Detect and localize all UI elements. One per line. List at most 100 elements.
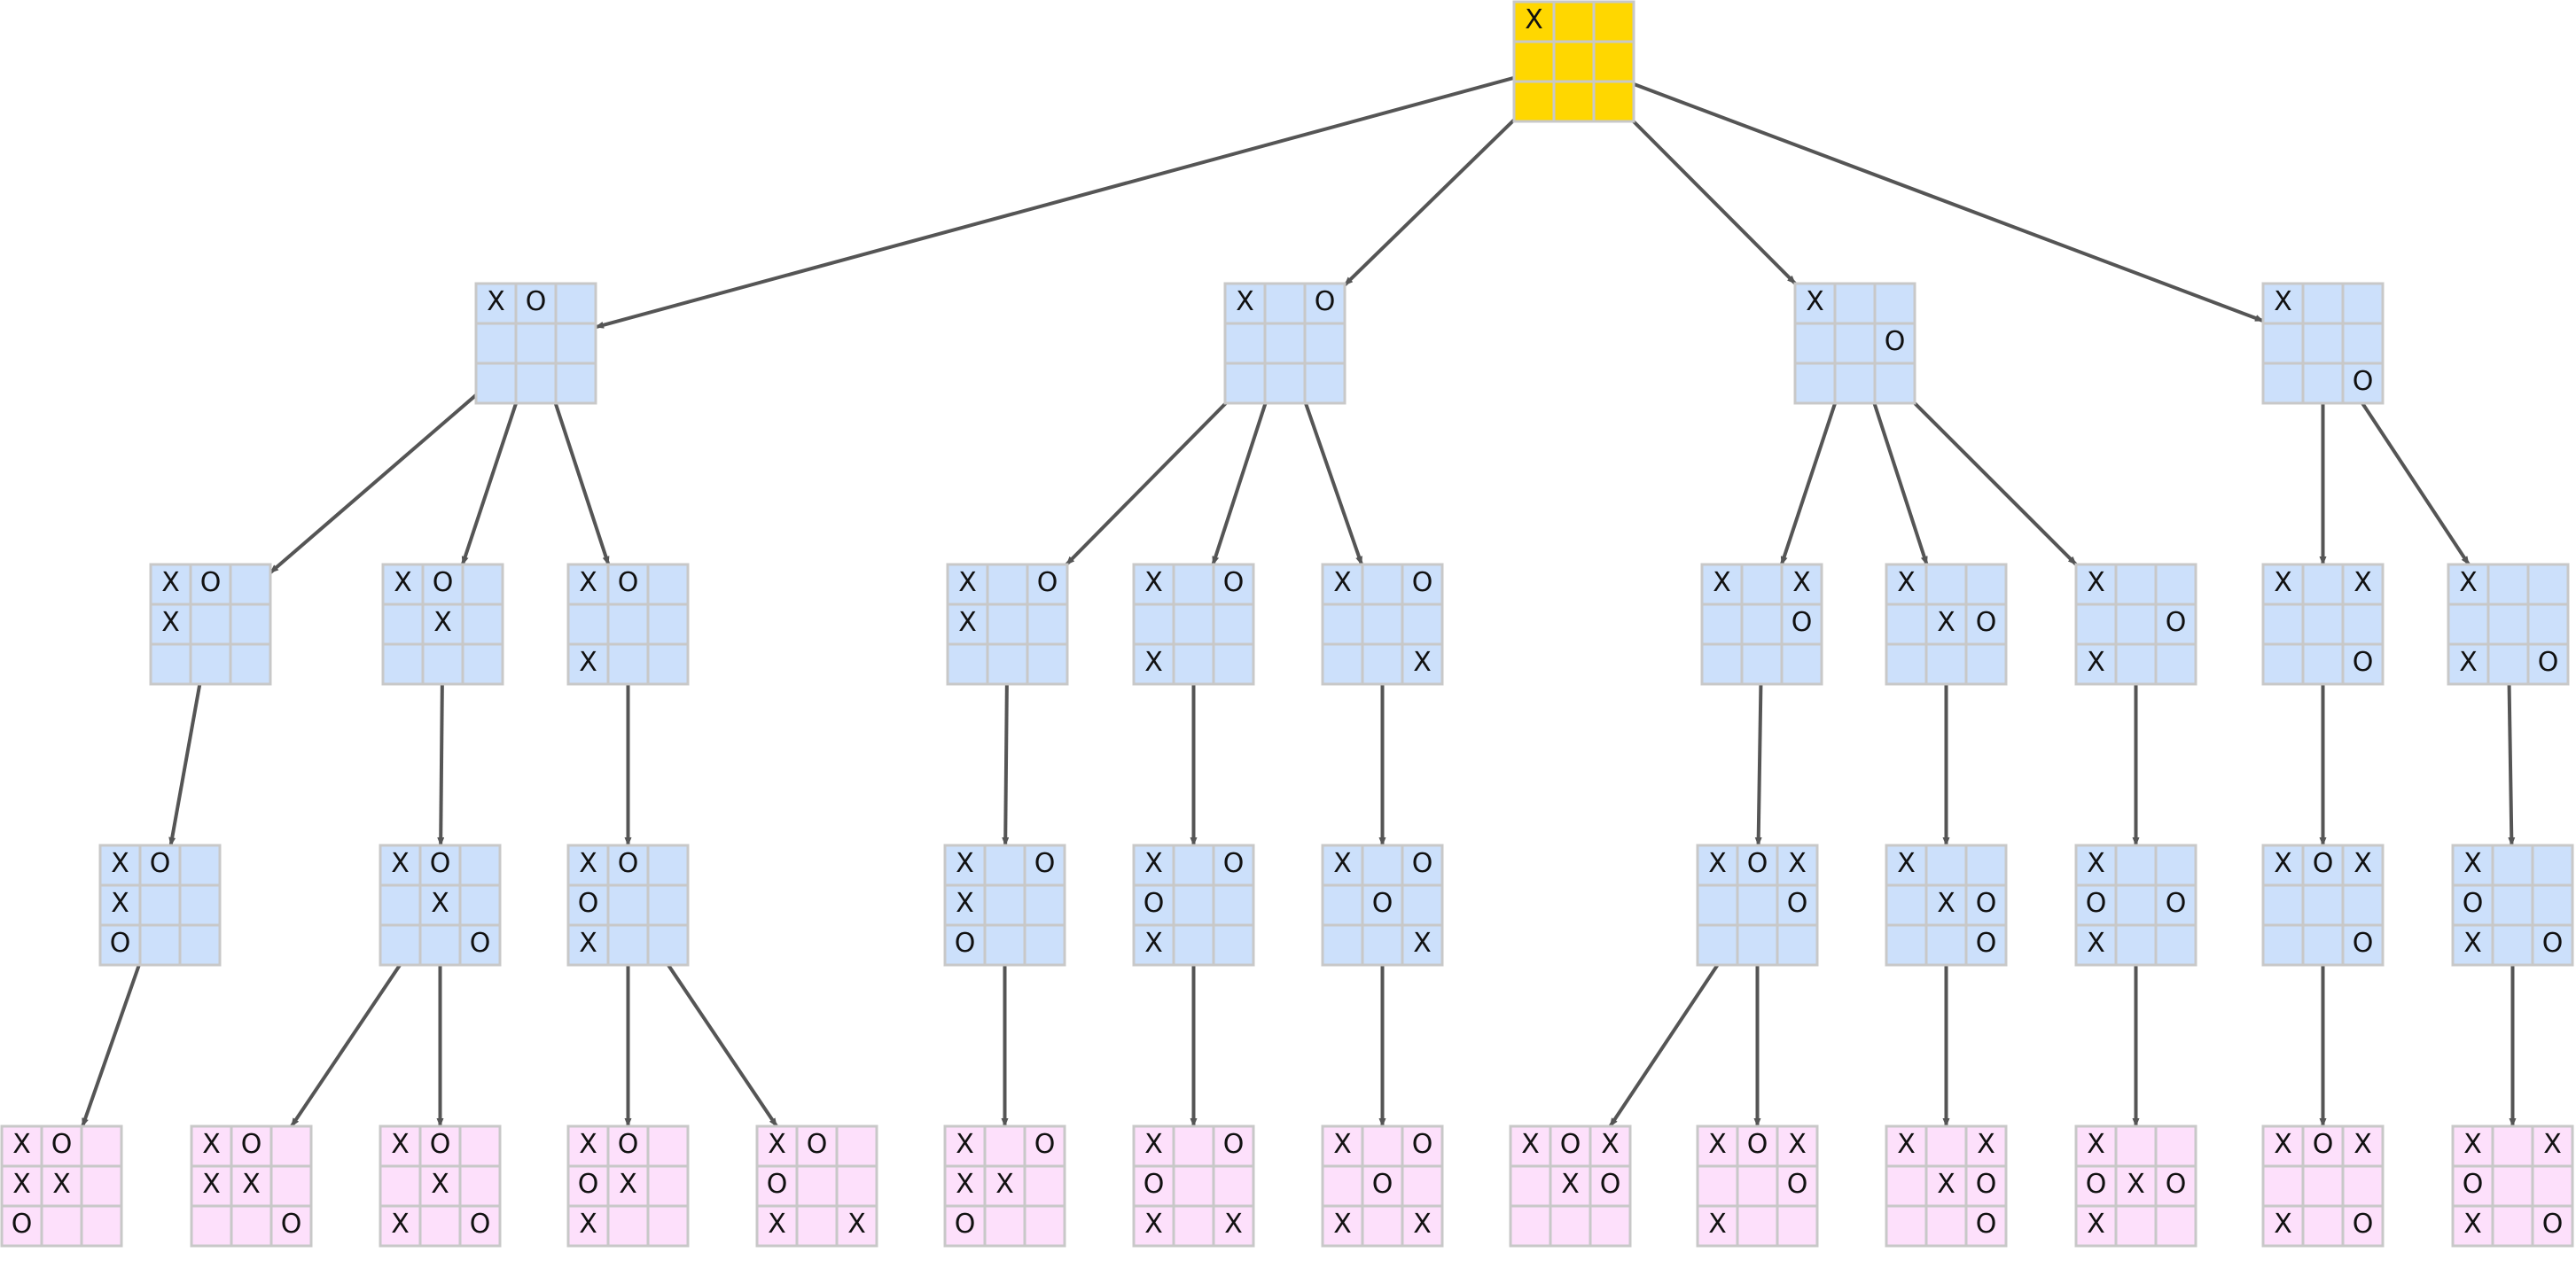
board-cell [2301, 362, 2345, 405]
o-mark: O [200, 567, 222, 598]
x-mark: X [487, 286, 505, 317]
board-cell [80, 1204, 123, 1248]
o-mark: O [1034, 848, 1056, 879]
x-mark: X [1937, 607, 1955, 638]
x-mark: X [2463, 1129, 2482, 1160]
board-cell [458, 923, 502, 967]
x-mark: X [2543, 1129, 2562, 1160]
board-cell [474, 282, 518, 325]
board-cell [1552, 40, 1596, 83]
board-cell [1885, 642, 1928, 686]
board-cell [138, 923, 182, 967]
board-cell [80, 1124, 123, 1168]
board-cell [514, 322, 558, 365]
board-cell [1924, 1124, 1968, 1168]
edge-arrow [1754, 683, 1763, 846]
x-mark: X [111, 888, 129, 919]
board-cell [2261, 362, 2305, 405]
board-cell [2114, 642, 2158, 686]
board-cell [646, 642, 690, 686]
board-cell [2154, 642, 2197, 686]
board-cell [2301, 923, 2345, 967]
board-cell [2531, 1124, 2574, 1168]
board-cell [1736, 1204, 1779, 1248]
o-mark: O [2353, 928, 2374, 959]
o-mark: O [1976, 607, 1997, 638]
o-mark: O [12, 1209, 33, 1240]
board-cell [178, 883, 222, 927]
x-mark: X [12, 1129, 31, 1160]
x-mark: X [1713, 567, 1731, 598]
board-cell [379, 923, 422, 967]
board-cell [983, 1164, 1026, 1208]
board-cell [1509, 1164, 1552, 1208]
root-board: X [1512, 0, 1635, 123]
board-cell [178, 923, 222, 967]
x-mark: X [579, 1209, 597, 1240]
board-cell [2261, 642, 2305, 686]
board-cell [1793, 282, 1837, 325]
o-mark: O [1034, 1129, 1056, 1160]
board-cell [2531, 1204, 2574, 1248]
board-cell [946, 603, 989, 646]
o-mark: O [2166, 888, 2187, 919]
x-mark: X [2274, 1209, 2292, 1240]
x-mark: X [111, 848, 129, 879]
board-cell [1736, 883, 1779, 927]
board-cell [1212, 1164, 1255, 1208]
x-mark: X [1792, 567, 1811, 598]
x-mark: X [2459, 567, 2478, 598]
x-mark: X [768, 1209, 786, 1240]
x-mark: X [1413, 647, 1432, 678]
board-cell [80, 1164, 123, 1208]
board-cell [458, 844, 502, 887]
board-cell [1172, 563, 1215, 606]
o-mark: O [2086, 888, 2107, 919]
board-cell [1321, 603, 1364, 646]
board-cell [269, 1164, 313, 1208]
board-cell [1740, 563, 1784, 606]
board-cell [1212, 883, 1255, 927]
board-cell [2154, 1164, 2197, 1208]
board-cell [2341, 1204, 2385, 1248]
x-mark: X [1788, 1129, 1807, 1160]
x-mark: X [768, 1129, 786, 1160]
board-node: XO [2261, 282, 2385, 405]
board-cell [2486, 563, 2530, 606]
edge-arrow [269, 393, 478, 574]
board-cell [2531, 1164, 2574, 1208]
board-cell [1780, 563, 1823, 606]
board-cell [1212, 844, 1255, 887]
board-cell [983, 883, 1026, 927]
board-cell [2531, 923, 2574, 967]
edge-arrow [1304, 402, 1363, 565]
o-mark: O [2353, 366, 2374, 397]
board-cell [554, 282, 597, 325]
board-cell [646, 1164, 690, 1208]
board-cell [2154, 563, 2197, 606]
board-cell [795, 1204, 839, 1248]
x-mark: X [1601, 1129, 1620, 1160]
x-mark: X [1937, 1169, 1955, 1200]
o-mark: O [2166, 1169, 2187, 1200]
board-cell [2341, 322, 2385, 365]
board-cell [2074, 1164, 2118, 1208]
board-cell [269, 1124, 313, 1168]
o-mark: O [1976, 1209, 1997, 1240]
board-cell [1776, 923, 1819, 967]
x-mark: X [2127, 1169, 2145, 1200]
board-cell [943, 883, 987, 927]
board-cell [646, 844, 690, 887]
board-cell [1509, 1204, 1552, 1248]
x-mark: X [202, 1169, 221, 1200]
x-mark: X [12, 1169, 31, 1200]
board-cell [2341, 883, 2385, 927]
